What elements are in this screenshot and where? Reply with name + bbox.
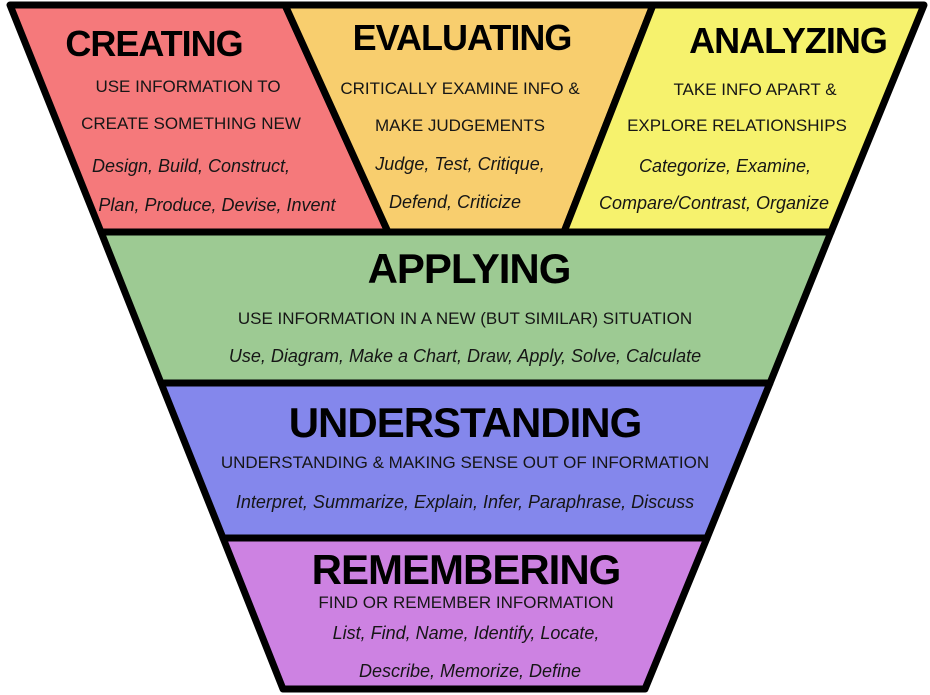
evaluating-description-line: CRITICALLY EXAMINE INFO & bbox=[340, 79, 580, 98]
remembering-heading: REMEMBERING bbox=[311, 546, 622, 593]
creating-verbs-line: Design, Build, Construct, bbox=[91, 156, 291, 176]
analyzing-verbs-line: Compare/Contrast, Organize bbox=[598, 193, 830, 213]
analyzing-description-line: TAKE INFO APART & bbox=[673, 80, 837, 99]
analyzing-verbs-line: Categorize, Examine, bbox=[638, 156, 812, 176]
understanding-heading: UNDERSTANDING bbox=[288, 399, 643, 446]
creating-heading: CREATING bbox=[65, 23, 243, 64]
remembering-description-line: FIND OR REMEMBER INFORMATION bbox=[318, 593, 614, 612]
creating-description-line: CREATE SOMETHING NEW bbox=[81, 114, 301, 133]
applying-verbs-line: Use, Diagram, Make a Chart, Draw, Apply,… bbox=[228, 346, 702, 366]
analyzing-heading: ANALYZING bbox=[689, 20, 888, 61]
creating-verbs-line: Plan, Produce, Devise, Invent bbox=[98, 195, 336, 215]
evaluating-heading: EVALUATING bbox=[352, 17, 573, 58]
creating-description-line: USE INFORMATION TO bbox=[95, 77, 281, 96]
understanding-verbs-line: Interpret, Summarize, Explain, Infer, Pa… bbox=[235, 492, 695, 512]
remembering-verbs-line: Describe, Memorize, Define bbox=[358, 661, 582, 681]
evaluating-verbs-line: Judge, Test, Critique, bbox=[375, 154, 545, 174]
evaluating-description-line: MAKE JUDGEMENTS bbox=[374, 116, 546, 135]
funnel-shapes bbox=[6, 1, 928, 693]
analyzing-description-line: EXPLORE RELATIONSHIPS bbox=[627, 116, 847, 135]
section-shape-remembering bbox=[219, 534, 711, 693]
understanding-description-line: UNDERSTANDING & MAKING SENSE OUT OF INFO… bbox=[220, 453, 710, 472]
remembering-verbs-line: List, Find, Name, Identify, Locate, bbox=[332, 623, 600, 643]
applying-heading: APPLYING bbox=[367, 245, 572, 292]
evaluating-verbs-line: Defend, Criticize bbox=[388, 192, 522, 212]
applying-description-line: USE INFORMATION IN A NEW (BUT SIMILAR) S… bbox=[237, 309, 693, 328]
